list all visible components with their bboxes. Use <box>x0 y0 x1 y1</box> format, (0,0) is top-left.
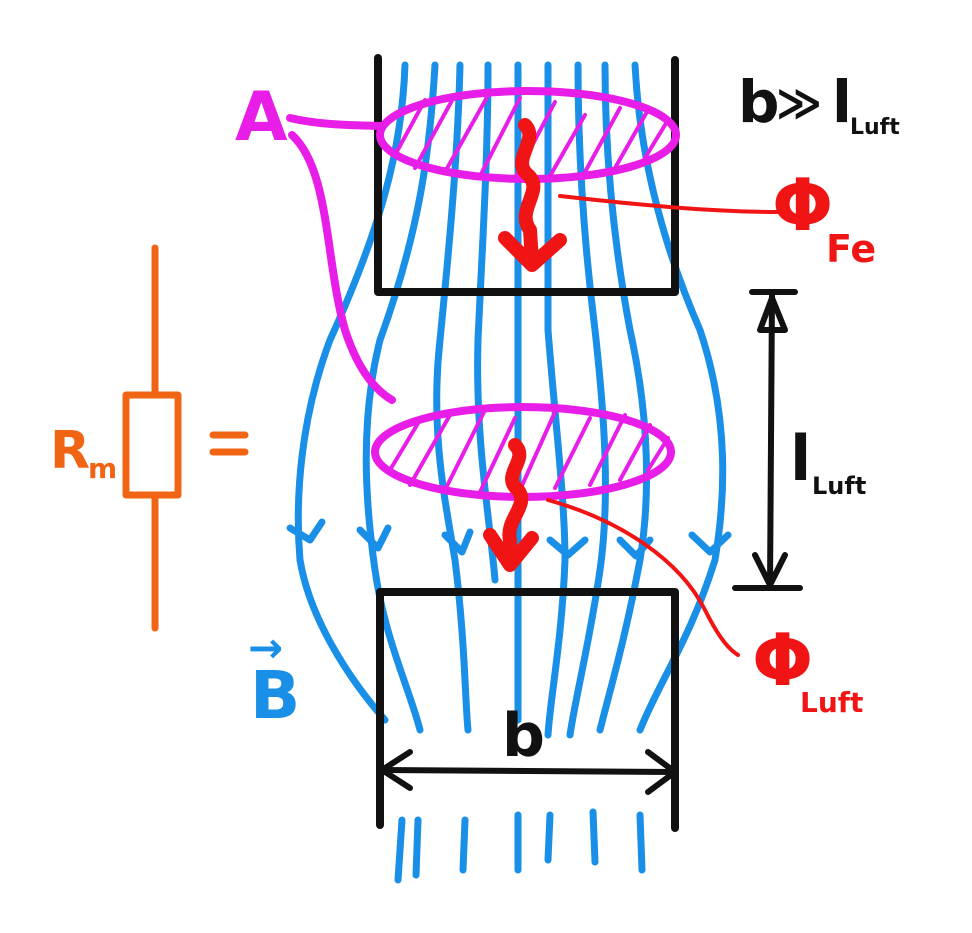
reluctance-resistor <box>122 244 249 632</box>
field-arrow-3 <box>441 528 474 556</box>
label-condition-sub: Luft <box>850 115 900 140</box>
label-flux-fe-sub: Fe <box>826 227 876 271</box>
flux-arrows <box>483 118 782 657</box>
field-stub-3 <box>459 816 469 874</box>
area-leader-upper <box>286 114 384 130</box>
field-arrow-2 <box>356 524 392 552</box>
field-line-3 <box>433 61 472 734</box>
field-arrow-4 <box>546 536 589 559</box>
flux-luft-leader <box>546 498 740 657</box>
field-stub-7 <box>636 811 646 874</box>
air-gap-arrow-top <box>757 295 788 333</box>
air-gap-dimension-line <box>767 289 775 591</box>
field-stub-1 <box>394 816 406 884</box>
label-air-gap-l: l <box>790 422 811 495</box>
label-resistor: R <box>50 421 90 481</box>
equals-sign <box>209 431 249 456</box>
label-resistor-sub: m <box>88 452 117 485</box>
resistor-body <box>122 391 182 499</box>
field-line-2 <box>362 61 439 734</box>
field-line-1 <box>294 61 409 724</box>
label-flux-fe: Φ <box>772 163 833 247</box>
label-condition-b: b <box>738 68 780 136</box>
label-flux-luft: Φ <box>752 618 813 702</box>
label-air-gap-sub: Luft <box>812 472 866 500</box>
field-line-4 <box>474 61 499 584</box>
width-arrow-right <box>645 749 678 795</box>
label-condition-rel: ≫ <box>776 78 822 129</box>
flux-luft-squiggle <box>502 438 529 567</box>
width-arrow-left <box>379 749 413 791</box>
upper-core <box>374 54 679 296</box>
flux-luft-head <box>483 528 539 572</box>
flux-fe-head <box>498 231 567 272</box>
field-stub-5 <box>544 811 554 864</box>
dimensions <box>379 289 803 795</box>
label-field: B <box>250 657 300 734</box>
field-line-7 <box>566 61 609 739</box>
iron-core <box>374 54 679 832</box>
flux-fe-squiggle <box>515 118 541 269</box>
field-arrow-1 <box>286 518 326 544</box>
field-line-6 <box>544 61 569 739</box>
air-gap-arrow-bottom <box>752 552 788 588</box>
label-field-vector: → <box>248 623 283 672</box>
label-area: A <box>235 78 288 157</box>
area-leader-lower <box>288 131 396 404</box>
field-line-9 <box>631 61 727 734</box>
field-arrow-6 <box>688 531 732 556</box>
field-stub-2 <box>412 816 422 879</box>
lower-core <box>376 588 679 832</box>
flux-fe-leader <box>558 194 782 214</box>
field-stub-6 <box>589 808 599 866</box>
width-dimension-line <box>379 767 678 775</box>
label-condition-l: l <box>832 68 852 136</box>
hatch-lower <box>388 408 670 494</box>
label-width: b <box>502 701 545 771</box>
label-flux-luft-sub: Luft <box>800 686 863 719</box>
